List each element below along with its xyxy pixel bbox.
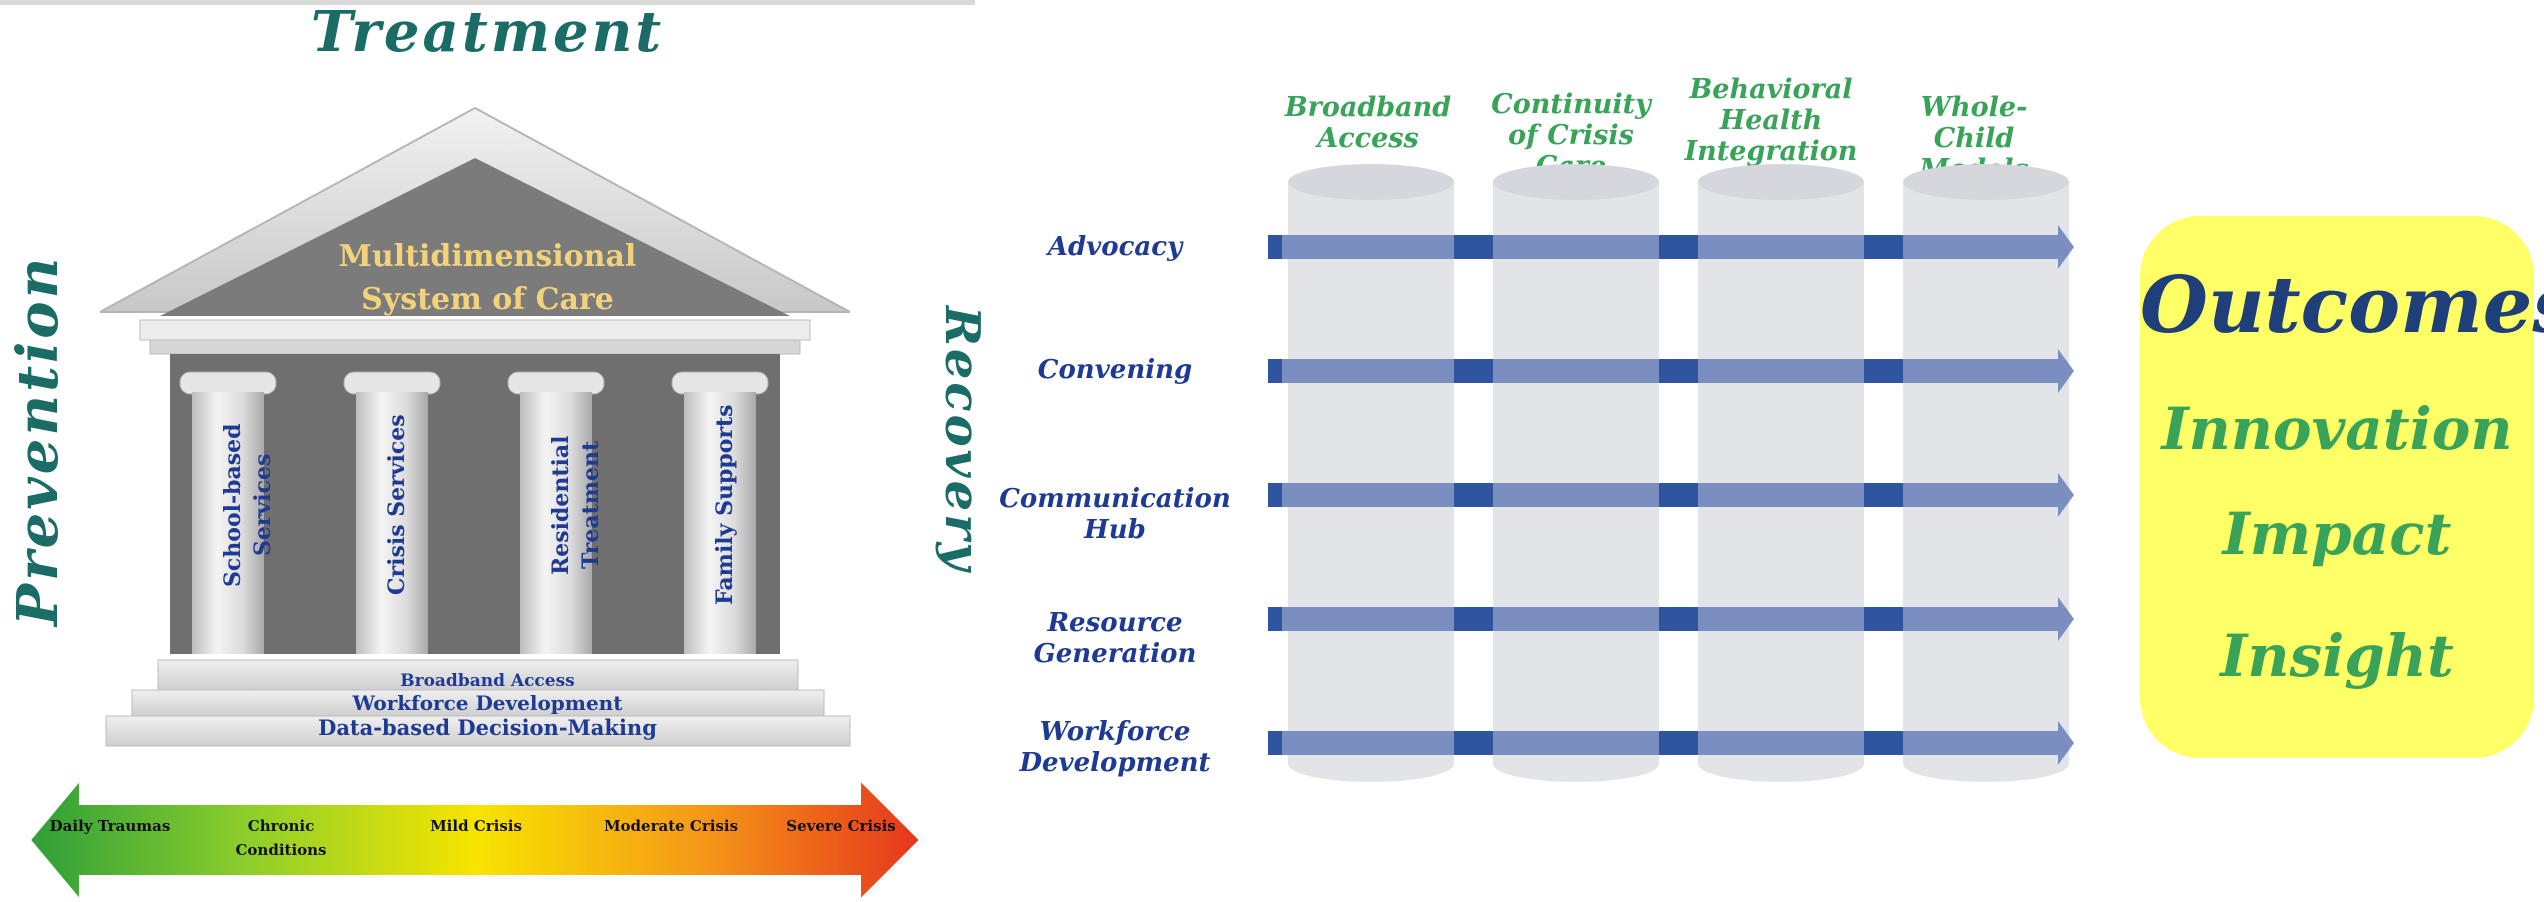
scale-mild-crisis: Mild Crisis bbox=[430, 817, 522, 835]
temple-illustration bbox=[99, 106, 851, 747]
matrix-column-cylinder bbox=[1493, 164, 1659, 782]
step-top bbox=[157, 659, 799, 691]
crisis-continuum-arrow bbox=[28, 777, 922, 902]
outcome-impact: Impact bbox=[2222, 500, 2452, 568]
pillar-residential-treatment: Residential Treatment bbox=[548, 435, 604, 575]
matrix-row-arrow bbox=[1268, 721, 2074, 765]
pediment bbox=[160, 158, 790, 316]
recovery-label: Recovery bbox=[934, 306, 990, 574]
row-label-convening: Convening bbox=[1037, 355, 1193, 385]
matrix-row-arrow bbox=[1268, 225, 2074, 269]
outcomes-title: Outcomes bbox=[2140, 260, 2544, 351]
matrix-cylinders bbox=[1288, 164, 2069, 782]
matrix-column-cylinder bbox=[1288, 164, 1454, 782]
row-label-resource-generation: Resource Generation bbox=[1033, 608, 1197, 669]
step-data-based-decision-making: Data-based Decision-Making bbox=[318, 715, 657, 740]
pillar-school-based-services: School-based Services bbox=[220, 423, 276, 587]
outcome-insight: Insight bbox=[2220, 622, 2454, 690]
scale-daily-traumas: Daily Traumas bbox=[49, 817, 171, 835]
row-label-workforce-development: Workforce Development bbox=[1019, 717, 1211, 778]
outcome-innovation: Innovation bbox=[2161, 395, 2513, 463]
column-header-behavioral-health-integration: Behavioral Health Integration bbox=[1684, 74, 1858, 167]
pediment-title-line1: Multidimensional bbox=[338, 239, 637, 274]
top-divider-line bbox=[0, 0, 975, 5]
matrix-row-arrow bbox=[1268, 597, 2074, 641]
row-label-communication-hub: Communication Hub bbox=[999, 484, 1231, 545]
scale-chronic-conditions: Chronic Conditions bbox=[235, 817, 327, 859]
pediment-title-line2: System of Care bbox=[361, 282, 614, 317]
entablature bbox=[139, 319, 811, 341]
back-wall bbox=[170, 354, 780, 654]
column-header-whole-child-models: Whole- Child Models bbox=[1919, 92, 2028, 185]
step-bottom bbox=[105, 715, 851, 747]
strategy-matrix bbox=[1268, 164, 2074, 782]
column-header-continuity-of-crisis-care: Continuity of Crisis Care bbox=[1491, 89, 1651, 182]
matrix-row-arrow bbox=[1268, 473, 2074, 517]
prevention-label: Prevention bbox=[5, 254, 71, 626]
pillar-family-supports: Family Supports bbox=[712, 404, 738, 606]
matrix-column-cylinder bbox=[1698, 164, 1864, 782]
step-workforce-development: Workforce Development bbox=[352, 691, 623, 715]
pillar-crisis-services: Crisis Services bbox=[384, 414, 410, 596]
scale-severe-crisis: Severe Crisis bbox=[786, 817, 896, 835]
columns bbox=[179, 371, 769, 654]
scale-moderate-crisis: Moderate Crisis bbox=[603, 817, 739, 835]
column-header-broadband-access: Broadband Access bbox=[1284, 92, 1452, 154]
matrix-arrows bbox=[1268, 225, 2074, 765]
treatment-label: Treatment bbox=[310, 0, 665, 65]
matrix-row-arrow bbox=[1268, 349, 2074, 393]
row-label-advocacy: Advocacy bbox=[1047, 232, 1183, 262]
matrix-column-cylinder bbox=[1903, 164, 2069, 782]
step-broadband-access: Broadband Access bbox=[400, 671, 575, 691]
outcomes-box: Outcomes Innovation Impact Insight bbox=[2140, 216, 2544, 758]
